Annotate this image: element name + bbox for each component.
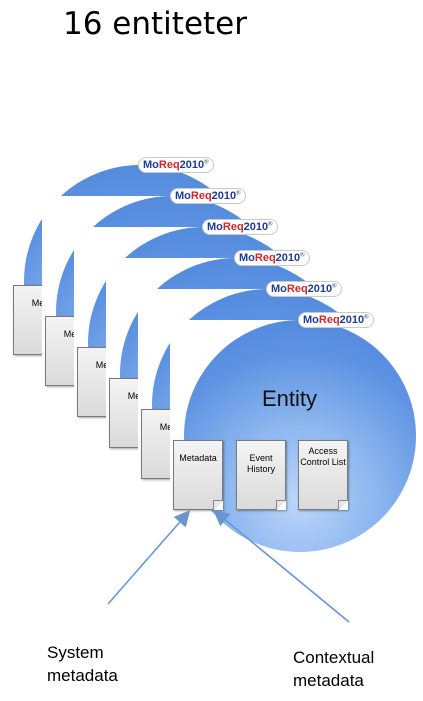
logo-mark: ® <box>236 190 241 197</box>
event-history-document: Event History <box>236 440 286 510</box>
page-title: 16 entiteter <box>63 6 247 42</box>
logo-year: 2010 <box>243 221 269 233</box>
metadata-document: Metadata <box>173 440 223 510</box>
logo-mark: ® <box>332 283 337 290</box>
moreq-logo: MoReq2010® <box>138 157 214 173</box>
logo-mo: Mo <box>239 252 255 264</box>
logo-year: 2010 <box>179 159 205 171</box>
logo-year: 2010 <box>339 314 365 326</box>
logo-req: Req <box>190 190 212 202</box>
moreq-logo: MoReq2010® <box>266 281 342 297</box>
moreq-logo: MoReq2010® <box>202 219 278 235</box>
logo-mark: ® <box>268 221 273 228</box>
system-metadata-label: System metadata <box>47 643 118 685</box>
logo-mo: Mo <box>175 190 191 202</box>
logo-mo: Mo <box>207 221 223 233</box>
entity-circle <box>184 320 416 552</box>
moreq-logo: MoReq2010® <box>298 312 374 328</box>
logo-mo: Mo <box>271 283 287 295</box>
logo-year: 2010 <box>211 190 237 202</box>
logo-mark: ® <box>204 159 209 166</box>
logo-mark: ® <box>364 314 369 321</box>
logo-req: Req <box>222 221 244 233</box>
logo-req: Req <box>286 283 308 295</box>
logo-mo: Mo <box>143 159 159 171</box>
moreq-logo: MoReq2010® <box>170 188 246 204</box>
logo-year: 2010 <box>275 252 301 264</box>
logo-req: Req <box>254 252 276 264</box>
logo-year: 2010 <box>307 283 333 295</box>
moreq-logo: MoReq2010® <box>234 250 310 266</box>
logo-req: Req <box>318 314 340 326</box>
entity-label: Entity <box>262 386 318 411</box>
contextual-metadata-label: Contextual metadata <box>293 648 375 690</box>
logo-mark: ® <box>300 252 305 259</box>
logo-req: Req <box>158 159 180 171</box>
logo-mo: Mo <box>303 314 319 326</box>
access-control-list-document: Access Control List <box>298 440 348 510</box>
